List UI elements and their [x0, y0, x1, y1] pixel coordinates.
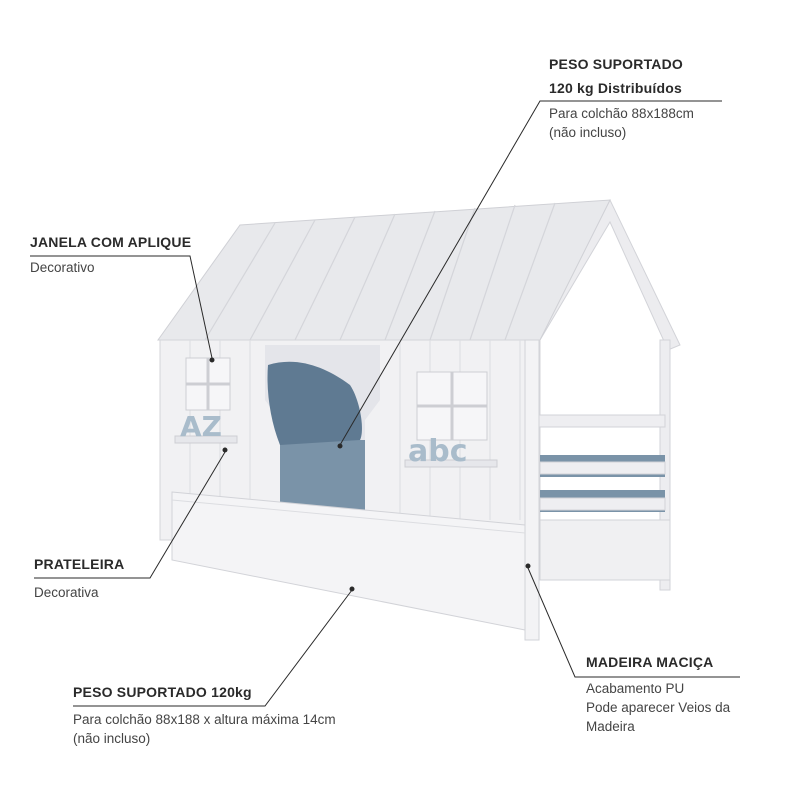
callout-prateleira-title: PRATELEIRA — [34, 556, 125, 572]
trundle-drawer — [171, 491, 526, 631]
callout-madeira-text: Acabamento PU Pode aparecer Veios da Mad… — [586, 679, 730, 736]
callout-madeira-title: MADEIRA MACIÇA — [586, 654, 714, 670]
callout-lines — [30, 100, 740, 707]
callout-prateleira: PRATELEIRA Decorativa — [34, 556, 124, 602]
text-line: Madeira — [586, 719, 635, 734]
right-shelf — [404, 459, 498, 468]
callout-janela-title: JANELA COM APLIQUE — [30, 234, 192, 250]
bed-house-frame: AZ abc — [157, 198, 681, 641]
text-line: Para colchão 88x188 x altura máxima 14cm — [73, 712, 336, 727]
callout-janela: JANELA COM APLIQUE Decorativo — [30, 234, 191, 277]
callout-peso-gaveta-text: Para colchão 88x188 x altura máxima 14cm… — [73, 710, 336, 748]
text-line: (não incluso) — [549, 125, 627, 140]
letters-az: AZ — [180, 410, 222, 443]
left-window — [185, 357, 231, 411]
right-window — [416, 371, 488, 441]
left-shelf — [174, 435, 238, 444]
text-line: Para colchão 88x188cm — [549, 106, 694, 121]
callout-madeira: MADEIRA MACIÇA Acabamento PU Pode aparec… — [586, 654, 730, 736]
callout-peso-cama-title: PESO SUPORTADO — [549, 56, 684, 72]
letters-abc: abc — [408, 434, 468, 469]
callout-peso-gaveta: PESO SUPORTADO 120kg Para colchão 88x188… — [73, 684, 336, 748]
blanket — [267, 361, 362, 445]
callout-peso-cama-subtitle: 120 kg Distribuídos — [549, 80, 682, 96]
callout-peso-cama: PESO SUPORTADO 120 kg Distribuídos Para … — [549, 56, 694, 142]
text-line: Acabamento PU — [586, 681, 685, 696]
callout-janela-text: Decorativo — [30, 260, 95, 275]
callout-prateleira-text: Decorativa — [34, 585, 99, 600]
text-line: Pode aparecer Veios da — [586, 700, 731, 715]
mattress — [280, 440, 365, 510]
callout-peso-gaveta-title: PESO SUPORTADO 120kg — [73, 684, 252, 700]
callout-peso-cama-text: Para colchão 88x188cm (não incluso) — [549, 104, 694, 142]
text-line: (não incluso) — [73, 731, 151, 746]
